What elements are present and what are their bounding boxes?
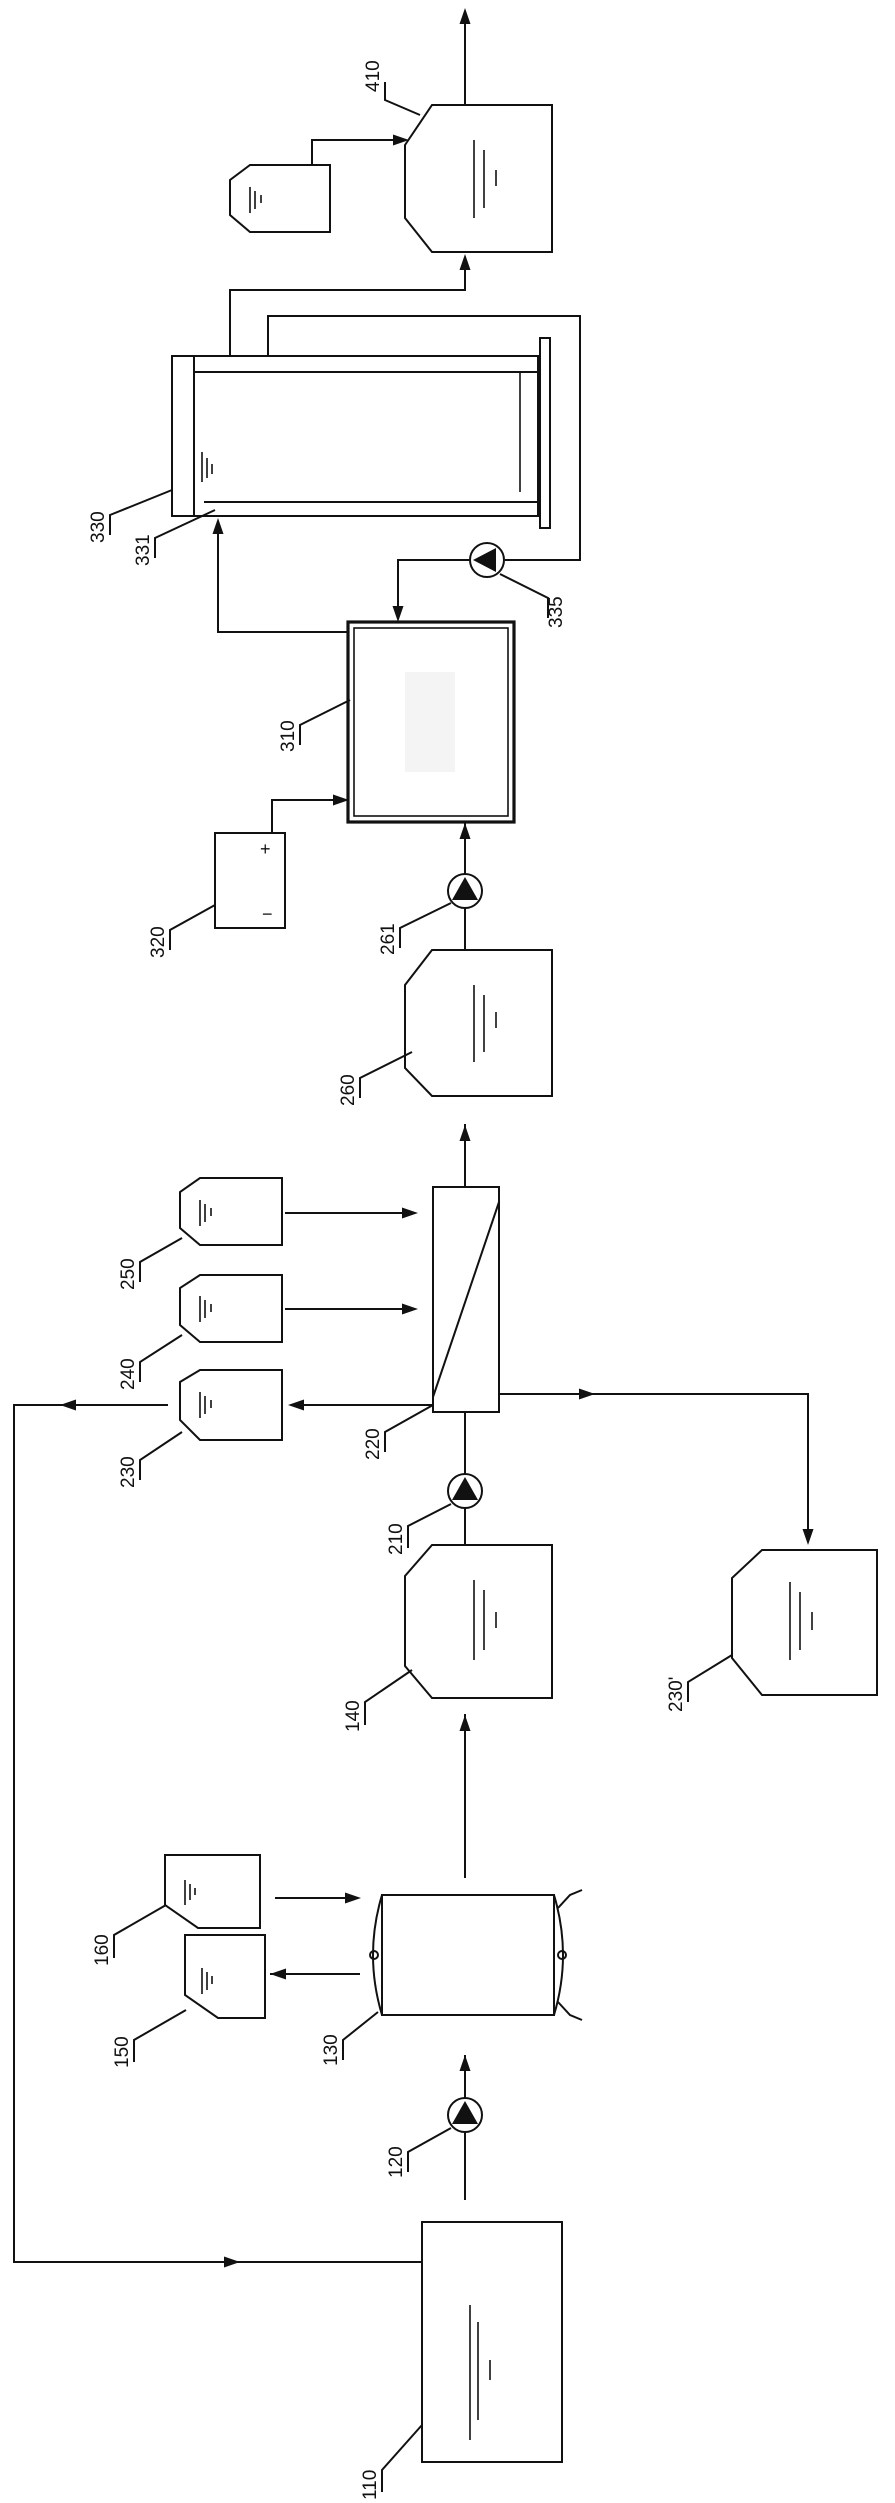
power-supply-320: + − xyxy=(214,832,286,929)
reagent-tank-410-feed xyxy=(229,164,331,233)
callout-140: 140 xyxy=(343,1669,413,1732)
callout-310: 310 xyxy=(278,699,351,752)
callout-320: 320 xyxy=(148,904,216,958)
label-120: 120 xyxy=(386,2146,407,2178)
label-230prime: 230' xyxy=(666,1677,687,1712)
reagent-tank-250 xyxy=(179,1177,283,1246)
membrane-unit-220 xyxy=(432,1186,500,1413)
callout-150: 150 xyxy=(112,2009,187,2068)
recycle-line-230-to-110 xyxy=(13,1399,422,2268)
minus-terminal: − xyxy=(262,904,273,924)
plus-terminal: + xyxy=(260,839,271,859)
tank-410 xyxy=(404,104,553,253)
pump-261 xyxy=(447,873,483,909)
tank-140 xyxy=(404,1544,553,1699)
reagent-tank-240 xyxy=(179,1274,283,1343)
recirculation-loop xyxy=(267,315,581,622)
label-260: 260 xyxy=(338,1074,359,1106)
pump-210 xyxy=(447,1473,483,1509)
reagent-tank-150 xyxy=(184,1934,266,2019)
callout-261: 261 xyxy=(378,902,452,955)
callout-240: 240 xyxy=(118,1334,183,1390)
vessel-130 xyxy=(369,1889,583,2021)
reactor-330 xyxy=(171,337,551,529)
callout-250: 250 xyxy=(118,1237,183,1290)
tank-110 xyxy=(421,2221,563,2463)
label-335: 335 xyxy=(546,596,567,628)
electrochemical-cell-310 xyxy=(346,620,516,824)
callout-260: 260 xyxy=(338,1051,413,1106)
label-220: 220 xyxy=(363,1428,384,1460)
callout-220: 220 xyxy=(363,1404,434,1460)
callout-335: 335 xyxy=(499,573,567,628)
label-140: 140 xyxy=(343,1700,364,1732)
label-130: 130 xyxy=(321,2034,342,2066)
label-310: 310 xyxy=(278,720,299,752)
concentrate-line-220-to-230prime xyxy=(499,1388,814,1545)
label-230: 230 xyxy=(118,1456,139,1488)
callout-130: 130 xyxy=(321,2011,379,2066)
label-250: 250 xyxy=(118,1258,139,1290)
label-150: 150 xyxy=(112,2036,133,2068)
reagent-tank-160 xyxy=(164,1854,261,1929)
label-331: 331 xyxy=(133,534,154,566)
label-110: 110 xyxy=(360,2470,381,2500)
label-210: 210 xyxy=(386,1523,407,1555)
label-240: 240 xyxy=(118,1358,139,1390)
pump-335 xyxy=(469,542,505,578)
callout-330: 330 xyxy=(88,489,173,543)
label-410: 410 xyxy=(363,60,384,92)
tank-260 xyxy=(404,949,553,1097)
label-261: 261 xyxy=(378,923,399,955)
callout-331: 331 xyxy=(133,509,216,566)
callout-120: 120 xyxy=(386,2127,452,2178)
tank-230prime xyxy=(731,1549,878,1696)
callout-410: 410 xyxy=(363,60,421,116)
callout-160: 160 xyxy=(92,1904,167,1966)
callout-230prime: 230' xyxy=(666,1654,733,1712)
callout-230: 230 xyxy=(118,1431,183,1488)
callout-110: 110 xyxy=(360,2424,423,2500)
label-320: 320 xyxy=(148,926,169,958)
pump-120 xyxy=(447,2097,483,2133)
callout-210: 210 xyxy=(386,1503,452,1555)
label-330: 330 xyxy=(88,511,109,543)
reagent-tank-230 xyxy=(179,1369,283,1441)
label-160: 160 xyxy=(92,1934,113,1966)
